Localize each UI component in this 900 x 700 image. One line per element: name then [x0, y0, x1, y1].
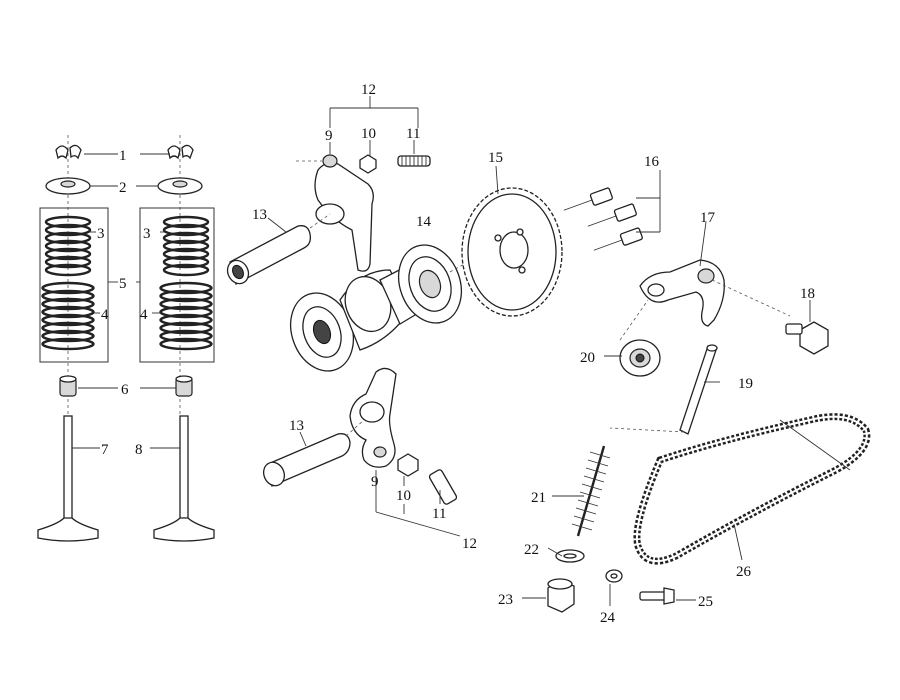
cam-chain	[633, 413, 871, 565]
callout-3-left: 3	[97, 226, 105, 242]
callout-4-left: 4	[101, 307, 109, 323]
bolt-small	[639, 587, 675, 605]
callout-1: 1	[119, 148, 127, 164]
spring-set-box-left	[39, 207, 109, 363]
rocker-nut-lower	[397, 453, 419, 477]
callout-12-lower: 12	[462, 536, 477, 552]
valve-cotter-right	[167, 144, 194, 160]
callout-11-lower: 11	[432, 506, 446, 522]
callout-10-lower: 10	[396, 488, 411, 504]
adjust-screw-lower	[428, 469, 458, 505]
leader-lines-valves	[72, 153, 180, 449]
callout-5: 5	[119, 276, 127, 292]
callout-13-lower: 13	[289, 418, 304, 434]
rocker-shaft-lower	[262, 419, 365, 487]
rocker-arm-lower	[349, 367, 397, 468]
outer-spring-left	[41, 281, 95, 351]
callout-labels: 1 2 3 3 4 4 5 6 7 8 9 10 11 12 9 10 11 1…	[97, 82, 815, 626]
rocker-nut-upper	[359, 154, 377, 174]
sprocket-bolts	[563, 170, 661, 251]
spring-set-box-right	[139, 207, 215, 363]
pivot-bolt	[785, 321, 829, 355]
sealing-washer	[555, 549, 585, 563]
tensioner-spring	[571, 445, 611, 537]
callout-24: 24	[600, 610, 616, 626]
valve-stem-seal-left	[59, 375, 77, 397]
callout-7: 7	[101, 442, 109, 458]
callout-3-right: 3	[143, 226, 151, 242]
callout-12-upper: 12	[361, 82, 376, 98]
valve-assembly-right	[139, 135, 215, 542]
washer-small	[605, 569, 623, 583]
spring-retainer-left	[45, 177, 91, 195]
callout-10-upper: 10	[361, 126, 376, 142]
tensioner-plug	[547, 578, 575, 613]
callout-9-lower: 9	[371, 474, 379, 490]
valve-stem-seal-right	[175, 375, 193, 397]
callout-26: 26	[736, 564, 752, 580]
callout-19: 19	[738, 376, 753, 392]
intake-valve	[37, 415, 99, 542]
valve-cotter-left	[55, 144, 82, 160]
callout-2: 2	[119, 180, 127, 196]
callout-14: 14	[416, 214, 432, 230]
exhaust-valve	[153, 415, 215, 542]
callout-18: 18	[800, 286, 815, 302]
callout-17: 17	[700, 210, 716, 226]
spring-retainer-right	[157, 177, 203, 195]
callout-6: 6	[121, 382, 129, 398]
outer-spring-right	[159, 281, 213, 351]
callout-25: 25	[698, 594, 713, 610]
valve-assembly-left	[37, 135, 109, 542]
callout-13-upper: 13	[252, 207, 267, 223]
callout-9-upper: 9	[325, 128, 333, 144]
adjust-screw-upper	[397, 155, 431, 167]
callout-4-right: 4	[140, 307, 148, 323]
callout-15: 15	[488, 150, 503, 166]
cam-sprocket	[461, 187, 563, 317]
callout-20: 20	[580, 350, 595, 366]
tensioner-arm	[639, 259, 791, 327]
callout-11-upper: 11	[406, 126, 420, 142]
callout-23: 23	[498, 592, 513, 608]
callout-8: 8	[135, 442, 143, 458]
callout-21: 21	[531, 490, 546, 506]
rocker-shaft-upper	[226, 213, 331, 285]
leader-lines-center-right	[267, 96, 811, 606]
callout-16: 16	[644, 154, 660, 170]
rocker-arm-upper	[296, 154, 374, 272]
tensioner-roller	[619, 299, 661, 377]
camshaft	[290, 243, 501, 372]
inner-spring-right	[162, 215, 210, 277]
push-rod	[609, 344, 718, 435]
callout-22: 22	[524, 542, 539, 558]
